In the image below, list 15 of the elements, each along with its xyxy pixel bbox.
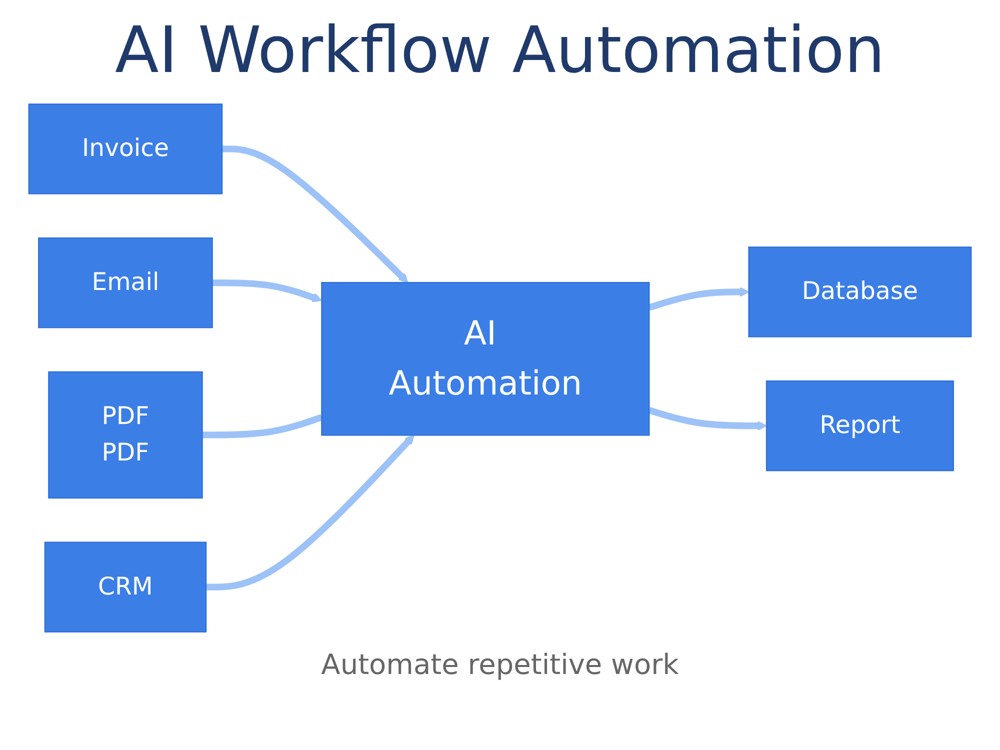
node-box: Email [38, 237, 213, 328]
caption: Automate repetitive work [320, 648, 680, 681]
arrow [648, 287, 750, 311]
node-box: Database [748, 246, 972, 338]
node-box: AI Automation [321, 282, 650, 436]
arrow [648, 407, 767, 431]
node-box: Invoice [28, 104, 223, 194]
node-box: CRM [44, 542, 207, 632]
diagram-title: AI Workflow Automation [114, 14, 886, 88]
connector [202, 414, 323, 438]
node-box: Report [766, 380, 954, 472]
arrow [206, 434, 414, 590]
arrow [212, 279, 322, 302]
node-box: PDF PDF [48, 371, 203, 499]
arrow [222, 146, 408, 283]
